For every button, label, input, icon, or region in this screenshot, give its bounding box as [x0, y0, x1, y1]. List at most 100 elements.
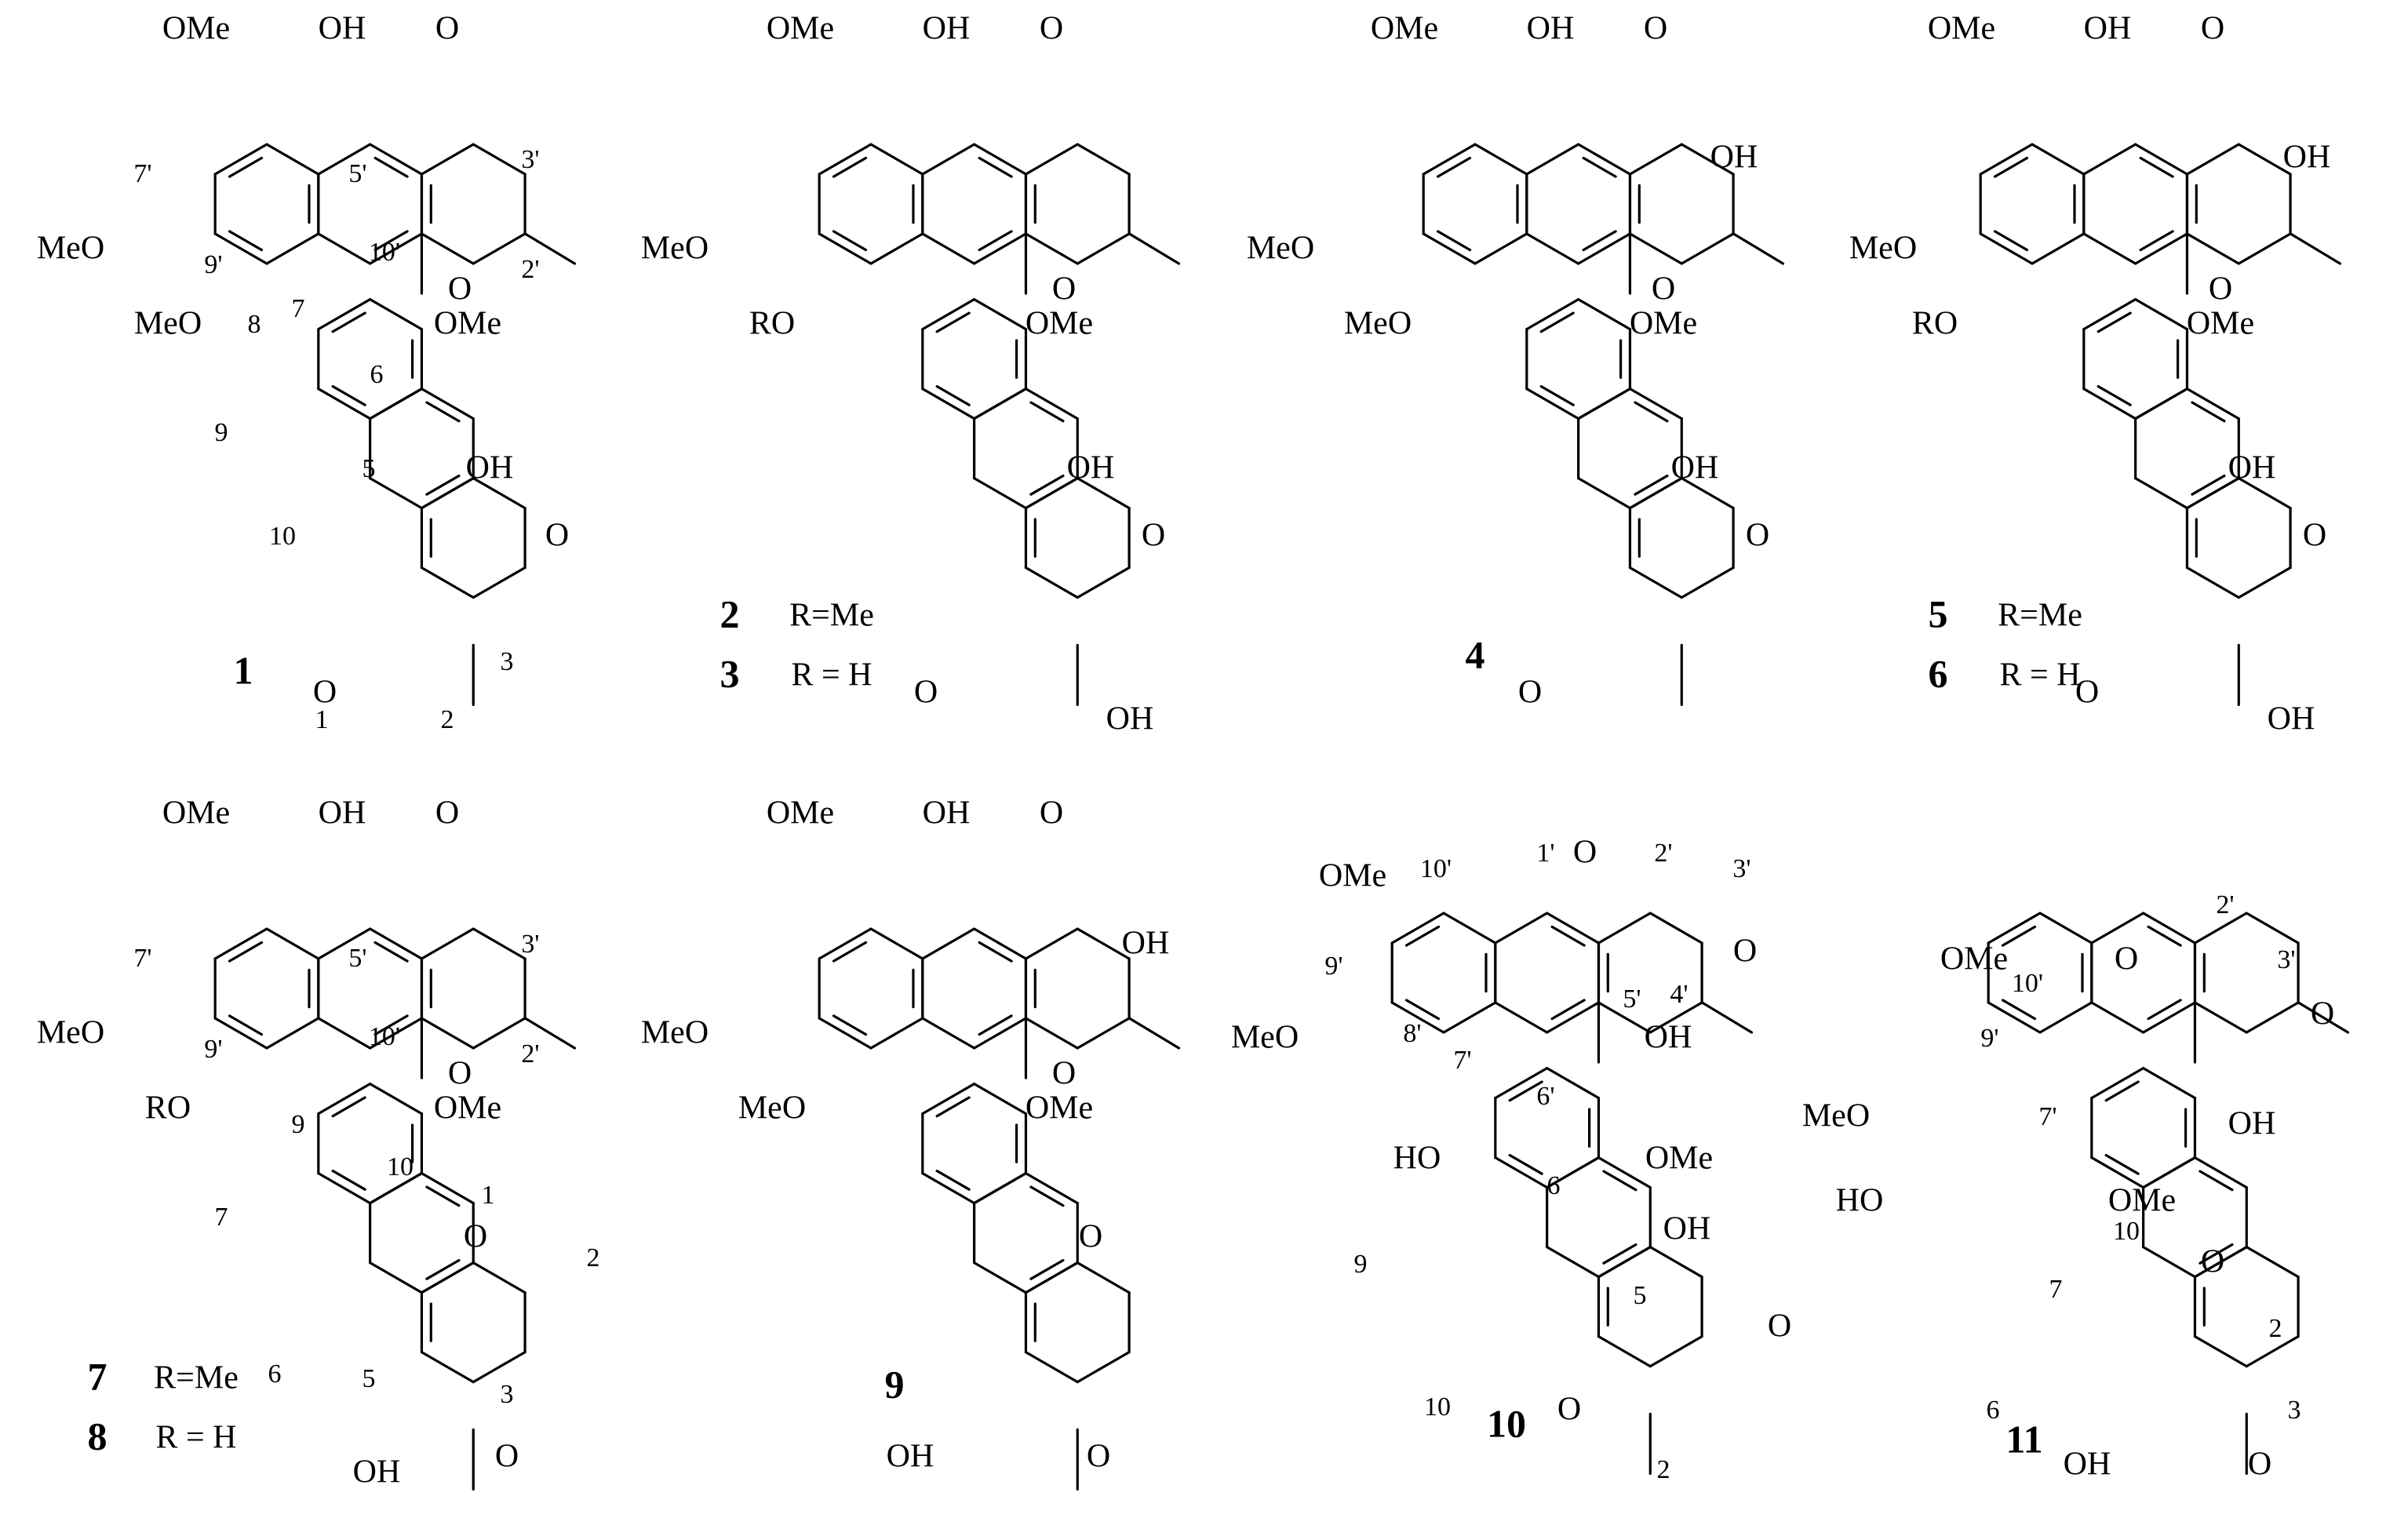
compound-9-upper-ring-b	[921, 1017, 976, 1050]
double-bond-inner	[2097, 311, 2132, 333]
compound-1-upper-ring-b	[369, 232, 424, 265]
atom-label: MeO	[1231, 1020, 1299, 1056]
compound-5-upper-ring-b	[2082, 232, 2137, 265]
compound-5-lower-ring-a	[2082, 298, 2137, 331]
compound-5-upper-ring-a	[2031, 232, 2086, 265]
position-number: 10	[387, 1152, 413, 1181]
compound-10-upper-ring-c	[1648, 1001, 1703, 1034]
compound-11-upper-ring-a	[2038, 1001, 2093, 1034]
compound-4-upper-ring-c	[1680, 232, 1735, 265]
compound-9-lower-ring-b	[973, 1171, 1028, 1205]
atom-label: O	[448, 271, 472, 308]
compound-5-lower-ring-a	[2082, 388, 2137, 420]
atom-label: OH	[353, 1454, 401, 1491]
position-number: 8	[248, 310, 261, 339]
double-bond-inner	[425, 474, 461, 496]
compound-10-upper-ring-c	[1597, 1001, 1652, 1034]
position-number: 5'	[348, 944, 366, 973]
double-bond-inner	[2001, 925, 2037, 947]
compound-1-upper-ring-c	[420, 143, 475, 176]
atom-label: MeO	[641, 1015, 709, 1051]
compound-2-lower-ring-a	[973, 298, 1028, 331]
compound-4-upper-ring-b	[1525, 143, 1580, 176]
r-group-label: R=Me	[154, 1360, 239, 1396]
compound-1-upper-ring-a	[265, 232, 320, 265]
compound-2-upper-ring-c	[1024, 143, 1079, 176]
compound-7-upper-ring-a	[213, 1017, 268, 1050]
double-bond-inner	[935, 1096, 971, 1118]
compound-10-lower-ring-a	[1494, 1066, 1549, 1100]
atom-label: O	[1040, 795, 1063, 832]
compound-4-lower-ring-b	[1628, 388, 1683, 420]
compound-5-lower-ring-b	[2134, 388, 2189, 420]
compound-11-upper-ring-c	[2193, 912, 2248, 945]
double-bond-inner	[373, 156, 409, 178]
position-number: 9'	[1980, 1024, 1998, 1053]
compound-5-lower-ring-c	[2237, 476, 2292, 510]
r-group-label: R=Me	[1998, 598, 2082, 634]
compound-10-lower-ring-a	[1494, 1156, 1549, 1189]
atom-label: O	[1644, 11, 1667, 47]
atom-label: MeO	[738, 1090, 806, 1127]
compound-2-upper-ring-c	[1076, 232, 1131, 265]
position-number: 9	[1354, 1250, 1368, 1279]
compound-id: 4	[1466, 632, 1485, 676]
r-group-label: R = H	[791, 657, 872, 693]
atom-label: OMe	[2108, 1183, 2176, 1219]
atom-label: O	[2209, 271, 2232, 308]
compound-11-upper-ring-c	[2193, 1001, 2248, 1034]
double-bond-inner	[2147, 999, 2182, 1021]
compound-1-lower-ring-b	[420, 388, 475, 420]
compound-2-lower-ring-c	[1024, 566, 1079, 599]
atom-label: O	[435, 795, 459, 832]
compound-7-lower-ring-b	[369, 1261, 424, 1294]
atom-label: OH	[2228, 1106, 2276, 1142]
atom-label: O	[1052, 271, 1076, 308]
atom-label: O	[1087, 1439, 1110, 1475]
atom-label: O	[448, 1056, 472, 1092]
compound-10-methyl	[1700, 1001, 1754, 1034]
double-bond-inner	[1634, 401, 1669, 423]
compound-2-upper-ring-a	[869, 143, 924, 176]
double-bond-inner	[373, 230, 409, 252]
compound-id: 8	[88, 1414, 107, 1458]
compound-11-lower-ring-c	[2193, 1334, 2248, 1368]
compound-10-upper-ring-b	[1546, 912, 1601, 945]
position-number: 5	[1634, 1281, 1647, 1310]
compound-1-upper-ring-b	[317, 143, 372, 176]
compound-1-lower-ring-a	[317, 388, 372, 420]
atom-label: O	[2303, 518, 2326, 554]
compound-9-lower-ring-a	[973, 1082, 1028, 1116]
compound-4-lower-ring-c	[1628, 476, 1683, 510]
position-number: 10'	[1420, 854, 1452, 883]
compound-9-lower-ring-c	[1076, 1350, 1131, 1384]
position-number: 3'	[521, 145, 539, 174]
double-bond-inner	[935, 384, 971, 406]
position-number: 2'	[1654, 839, 1672, 868]
compound-1-upper-ring-a	[265, 143, 320, 176]
double-bond-inner	[1508, 1080, 1543, 1102]
position-number: 5	[362, 1364, 376, 1393]
compound-4-upper-ring-b	[1577, 143, 1632, 176]
position-number: 10'	[369, 1022, 400, 1051]
compound-10-lower-ring-c	[1597, 1334, 1652, 1368]
compound-4-upper-ring-a	[1474, 232, 1528, 265]
compound-7-upper-ring-c	[420, 1017, 475, 1050]
compound-4-upper-ring-a	[1474, 143, 1528, 176]
compound-1-lower-ring-a	[369, 298, 424, 331]
double-bond-inner	[331, 1096, 366, 1118]
compound-2-lower-ring-a	[921, 388, 976, 420]
double-bond-inner	[1436, 230, 1472, 252]
compound-7-upper-ring-c	[420, 927, 475, 960]
compound-7-lower-ring-b	[420, 1171, 475, 1205]
compound-10-lower-ring-c	[1648, 1245, 1703, 1279]
compound-9-upper-ring-b	[921, 927, 976, 960]
compound-id: 11	[2005, 1417, 2042, 1461]
atom-label: O	[1142, 518, 1165, 554]
compound-5-upper-ring-c	[2185, 143, 2240, 176]
position-number: 10	[2113, 1217, 2140, 1246]
compound-1-upper-ring-a	[213, 232, 268, 265]
double-bond-inner	[935, 1169, 971, 1191]
compound-id: 5	[1929, 592, 1948, 635]
compound-2-upper-ring-a	[818, 232, 872, 265]
